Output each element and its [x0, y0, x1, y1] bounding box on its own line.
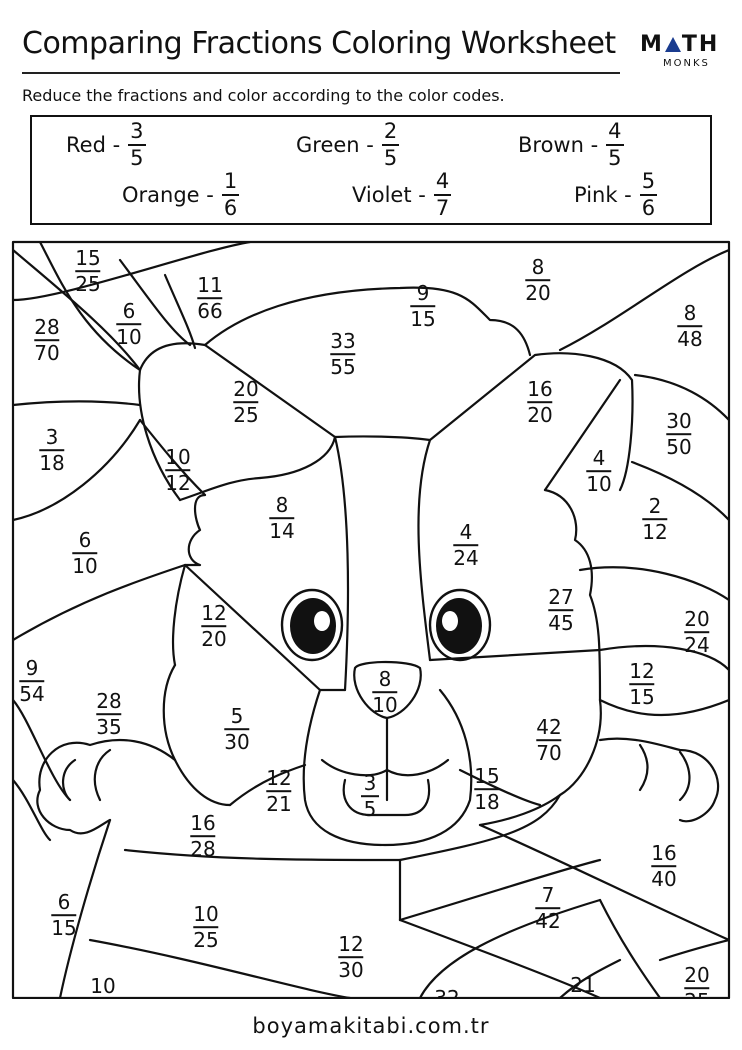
region-fraction-partial: 10: [90, 974, 116, 998]
title-underline: [22, 72, 620, 74]
footer-website: boyamakitabi.com.tr: [252, 1014, 490, 1038]
math-monks-logo: M TH: [640, 32, 719, 57]
instructions: Reduce the fractions and color according…: [22, 86, 505, 105]
logo-text-left: M: [640, 32, 664, 57]
logo-text-right: TH: [681, 32, 720, 57]
bottom-margin: [0, 999, 742, 1050]
logo-triangle-icon: [664, 37, 681, 52]
worksheet-title: Comparing Fractions Coloring Worksheet: [22, 26, 616, 61]
region-fraction-partial: 21: [570, 973, 596, 997]
logo-subtext: MONKS: [663, 58, 710, 69]
region-fraction-partial: 32: [434, 986, 460, 1010]
color-key-box: [30, 115, 712, 225]
